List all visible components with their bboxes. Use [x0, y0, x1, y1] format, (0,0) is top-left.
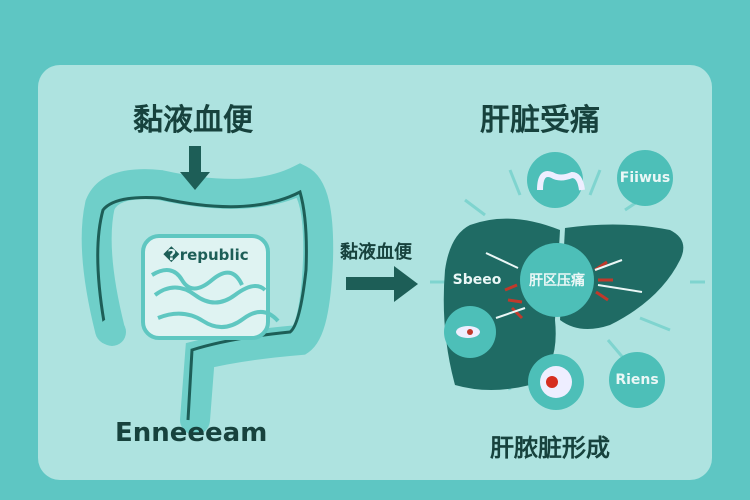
left-liver-label: Sbeeo [452, 272, 502, 288]
left-title: 黏液血便 [133, 103, 253, 138]
down-arrow-icon [180, 146, 210, 190]
top-right-label: Fiiwus [619, 170, 671, 186]
bottom-right-label: Riens [615, 372, 659, 388]
right-caption: 肝脓脏形成 [490, 434, 610, 462]
arrow-label: 黏液血便 [340, 242, 412, 263]
right-arrow-icon [346, 266, 418, 302]
center-label: 肝区压痛 [529, 273, 585, 289]
colon-illustration [81, 163, 334, 435]
left-caption: Enneeeam [115, 418, 268, 448]
intestine-label: �republic [163, 246, 249, 264]
right-title: 肝脏受痛 [480, 103, 600, 138]
intestine-icon [537, 171, 585, 191]
